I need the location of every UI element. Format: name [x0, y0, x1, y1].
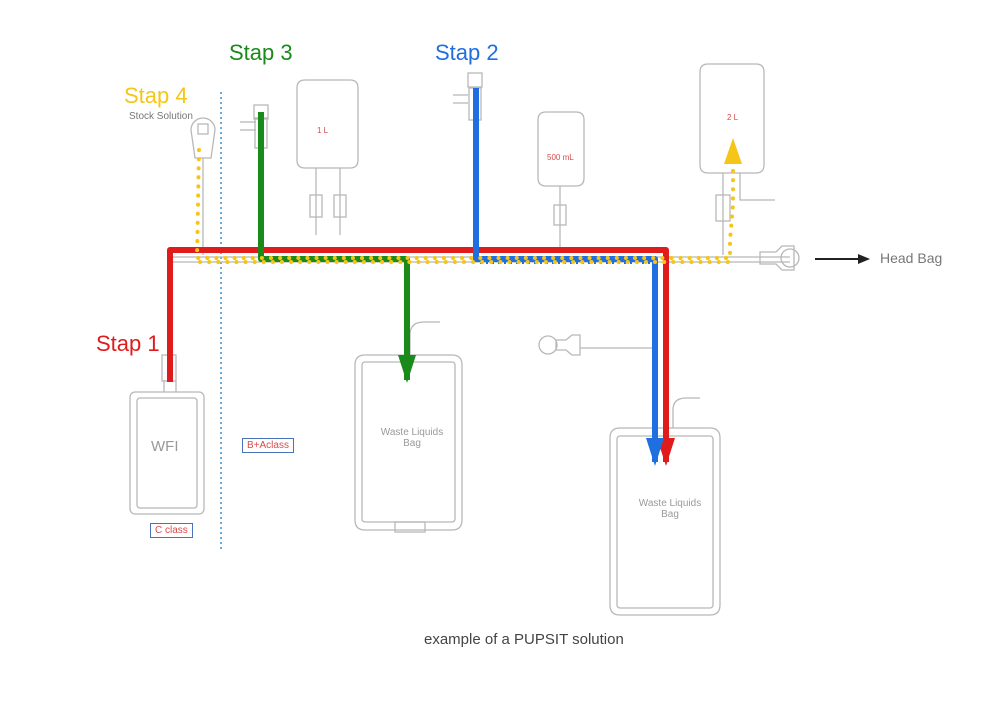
waste-bag-1	[354, 354, 463, 531]
waste-bag-1-line1: Waste Liquids	[380, 427, 444, 438]
waste-bag-2	[609, 427, 721, 616]
flow-path-step4	[194, 148, 735, 264]
b-a-class-badge: B+Aclass	[242, 438, 294, 453]
step1-label: Stap 1	[96, 331, 160, 356]
wfi-label: WFI	[151, 438, 179, 455]
head-bag-arrow	[815, 254, 870, 264]
bag-2l	[699, 63, 765, 174]
bag-2l-label: 2 L	[727, 113, 739, 122]
wfi-bag	[129, 391, 205, 515]
bag-500ml-label: 500 mL	[547, 153, 574, 162]
step3-arrow-head	[398, 355, 416, 383]
step2-label: Stap 2	[435, 40, 499, 65]
waste-bag-1-label: Waste Liquids Bag	[372, 427, 452, 449]
flow-path-step2	[473, 88, 664, 466]
waste-bag-2-label: Waste Liquids Bag	[630, 498, 710, 520]
waste-bag-1-line2: Bag	[403, 438, 421, 449]
waste-bag-2-line1: Waste Liquids	[638, 498, 702, 509]
bag-1l	[296, 79, 359, 169]
stock-solution-bag	[190, 117, 216, 159]
diagram-caption: example of a PUPSIT solution	[424, 631, 624, 648]
bag-500ml	[537, 111, 585, 187]
step3-label: Stap 3	[229, 40, 293, 65]
equipment-drawing	[129, 63, 800, 616]
step2-arrow-head	[646, 438, 664, 466]
stock-solution-label: Stock Solution	[129, 111, 193, 122]
step4-label: Stap 4	[124, 83, 188, 108]
step4-arrow-head	[724, 138, 742, 164]
head-bag-label: Head Bag	[880, 250, 943, 266]
waste-bag-2-line2: Bag	[661, 509, 679, 520]
bag-1l-label: 1 L	[317, 126, 329, 135]
c-class-badge: C class	[150, 523, 193, 538]
